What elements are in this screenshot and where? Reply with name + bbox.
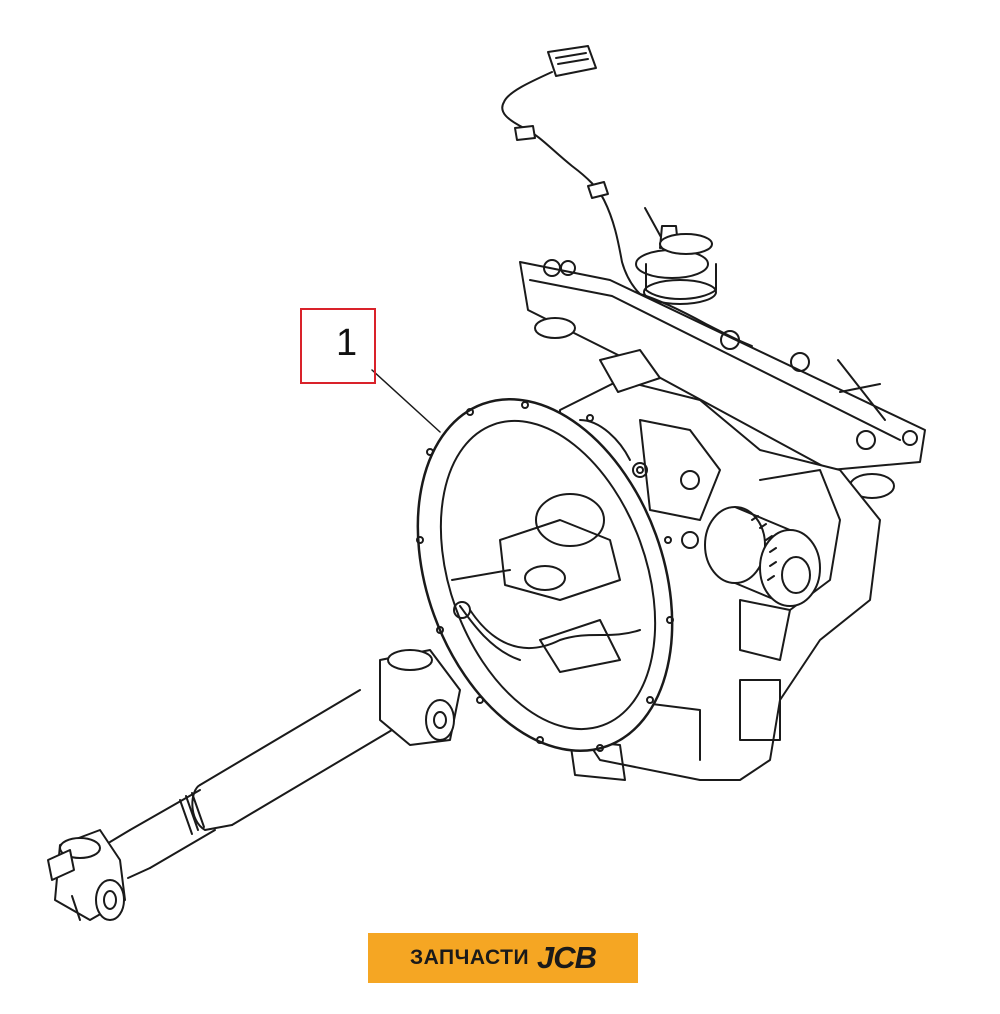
filter-cylinder	[704, 506, 821, 607]
callout-leader-line	[371, 369, 441, 433]
callout-box	[300, 308, 376, 384]
universal-joint	[47, 829, 126, 921]
brand-badge: ЗАПЧАСТИ JCB	[368, 933, 638, 983]
brand-logo-mark: JCB	[537, 940, 597, 975]
inner-shaft-assembly	[451, 493, 641, 673]
brand-word: ЗАПЧАСТИ	[409, 946, 530, 969]
mounting-rail	[519, 259, 926, 499]
governor-unit	[635, 207, 717, 305]
callout-number: 1	[336, 322, 358, 364]
drive-shaft	[109, 649, 461, 879]
